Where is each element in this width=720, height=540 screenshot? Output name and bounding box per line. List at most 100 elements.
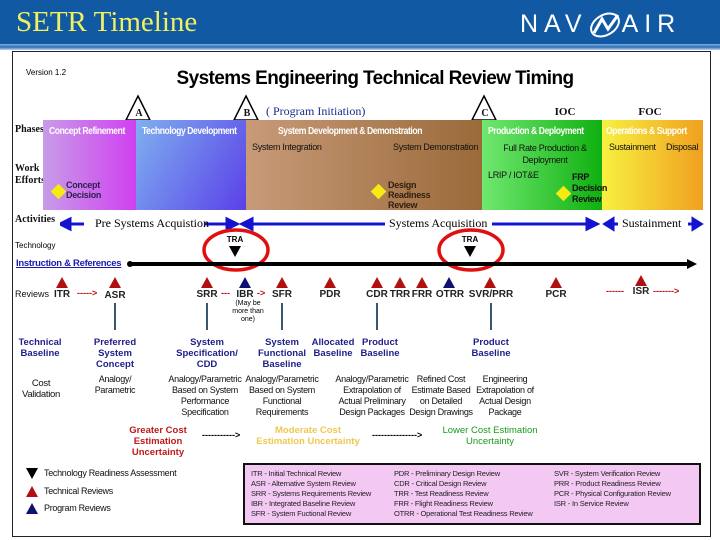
dashed-arrow: -> xyxy=(257,288,266,298)
review-asr[interactable]: ASR xyxy=(104,290,126,301)
phase-system-development: System Development & Demonstration xyxy=(246,120,482,210)
tra-label: TRA xyxy=(226,235,244,244)
connector-line xyxy=(206,303,208,330)
navair-logo: NAV AIR xyxy=(520,10,681,39)
acronym: ASR - Alternative System Review xyxy=(251,479,356,488)
baseline-item: System Functional Baseline xyxy=(257,337,307,370)
activities-label: Activities xyxy=(15,214,55,225)
tra-label: TRA xyxy=(461,235,479,244)
system-demonstration: System Demonstration xyxy=(393,142,479,152)
review-otrr[interactable]: OTRR xyxy=(435,289,465,300)
acronym: PCR - Physical Configuration Review xyxy=(554,489,671,498)
dashed-line: ------ xyxy=(606,286,624,296)
program-initiation: ( Program Initiation) xyxy=(266,104,366,118)
baseline-item: System Specification/ CDD xyxy=(176,337,238,370)
acronym: ITR - Initial Technical Review xyxy=(251,469,342,478)
tra-highlight-circle xyxy=(437,228,505,272)
header-stripe xyxy=(0,44,720,50)
review-sfr[interactable]: SFR xyxy=(272,289,292,300)
diagram-title: Systems Engineering Technical Review Tim… xyxy=(176,68,575,89)
review-ibr[interactable]: IBR xyxy=(236,289,254,300)
review-isr[interactable]: ISR xyxy=(632,286,650,297)
tra-triangle-icon xyxy=(229,246,241,257)
acronym: IBR - Integrated Baseline Review xyxy=(251,499,356,508)
systems-acquisition: Systems Acquisition xyxy=(389,216,488,230)
cost-item: Analogy/Parametric Based on System Funct… xyxy=(245,374,319,417)
logo-text: NAV xyxy=(520,10,588,38)
version-label: Version 1.2 xyxy=(26,68,67,77)
acronym: PDR - Preliminary Design Review xyxy=(394,469,500,478)
technical-baseline-label: Technical Baseline xyxy=(18,337,62,359)
moderate-uncertainty: Moderate Cost Estimation Uncertainty xyxy=(256,425,360,447)
technical-review-icon xyxy=(201,277,213,288)
greater-uncertainty: Greater Cost Estimation Uncertainty xyxy=(129,425,187,458)
instruction-references-link[interactable]: Instruction & References xyxy=(16,258,122,269)
concept-decision: Concept Decision xyxy=(66,180,102,200)
activities-arrows xyxy=(60,216,704,232)
technical-review-icon xyxy=(324,277,336,288)
acronym: OTRR - Operational Test Readiness Review xyxy=(394,509,533,518)
acronym: FRR - Flight Readiness Review xyxy=(394,499,493,508)
frp-decision-review: FRP Decision Review xyxy=(572,172,608,204)
technical-review-icon xyxy=(276,277,288,288)
cost-validation-label: Cost Validation xyxy=(21,378,61,400)
technology-timeline-line xyxy=(127,259,697,269)
review-cdr[interactable]: CDR xyxy=(366,289,388,300)
review-trr[interactable]: TRR xyxy=(389,289,411,300)
design-readiness-review: Design Readiness Review xyxy=(388,180,431,210)
lrip-iote: LRIP / IOT&E xyxy=(488,170,539,180)
efforts-label: Efforts xyxy=(15,175,45,186)
acronym-legend: ITR - Initial Technical Review ASR - Alt… xyxy=(243,463,701,525)
technical-review-icon xyxy=(635,275,647,286)
review-itr[interactable]: ITR xyxy=(53,289,71,300)
technical-review-icon xyxy=(56,277,68,288)
cost-item: Analogy/Parametric Extrapolation of Actu… xyxy=(335,374,409,417)
review-pdr[interactable]: PDR xyxy=(319,289,341,300)
pre-systems-acquisition: Pre Systems Acquistion xyxy=(95,216,210,230)
milestone-a: A xyxy=(135,108,143,119)
connector-line xyxy=(114,303,116,330)
logo-text: AIR xyxy=(621,10,682,38)
diagram-frame xyxy=(12,51,711,537)
connector-line xyxy=(281,303,283,330)
cost-item: Analogy/ Parametric xyxy=(94,374,136,395)
sustainment-activity: Sustainment xyxy=(622,216,682,230)
acronym: ISR - In Service Review xyxy=(554,499,629,508)
full-rate-production: Full Rate Production & Deployment xyxy=(503,143,587,165)
technical-review-icon xyxy=(484,277,496,288)
ioc-label: IOC xyxy=(554,106,576,118)
milestone-c: C xyxy=(481,108,489,119)
technical-review-icon xyxy=(550,277,562,288)
technical-review-legend-icon xyxy=(26,486,38,497)
tra-highlight-circle xyxy=(202,228,270,272)
acronym: SFR - System Fuctional Review xyxy=(251,509,352,518)
phase-operations-support: Operations & Support xyxy=(602,120,703,210)
lower-uncertainty: Lower Cost Estimation Uncertainty xyxy=(442,425,538,447)
connector-line xyxy=(490,303,492,330)
sustainment-effort: Sustainment xyxy=(609,142,656,152)
acronym: SRR - Systems Requirements Review xyxy=(251,489,372,498)
page-title: SETR Timeline xyxy=(16,6,198,38)
reviews-label: Reviews xyxy=(15,289,50,299)
review-srr[interactable]: SRR xyxy=(196,289,218,300)
cost-item: Engineering Extrapolation of Actual Desi… xyxy=(476,374,534,417)
review-pcr[interactable]: PCR xyxy=(545,289,567,300)
cost-item: Refined Cost Estimate Based on Detailed … xyxy=(409,374,473,417)
disposal-effort: Disposal xyxy=(666,142,699,152)
dashed-arrow: --- xyxy=(221,288,230,298)
technical-review-icon xyxy=(394,277,406,288)
connector-line xyxy=(376,303,378,330)
tra-legend-icon xyxy=(26,468,38,479)
tra-triangle-icon xyxy=(464,246,476,257)
technical-review-icon xyxy=(416,277,428,288)
review-frr[interactable]: FRR xyxy=(411,289,433,300)
dashed-arrow: -----> xyxy=(77,288,98,298)
technology-label: Technology xyxy=(15,241,56,250)
baseline-item: Product Baseline xyxy=(471,337,511,359)
review-svr-prr[interactable]: SVR/PRR xyxy=(468,289,514,300)
program-review-icon xyxy=(239,277,251,288)
legend-tra: Technology Readiness Assessment xyxy=(44,468,177,478)
technical-review-icon xyxy=(109,277,121,288)
legend-technical: Technical Reviews xyxy=(44,486,113,496)
program-review-icon xyxy=(443,277,455,288)
